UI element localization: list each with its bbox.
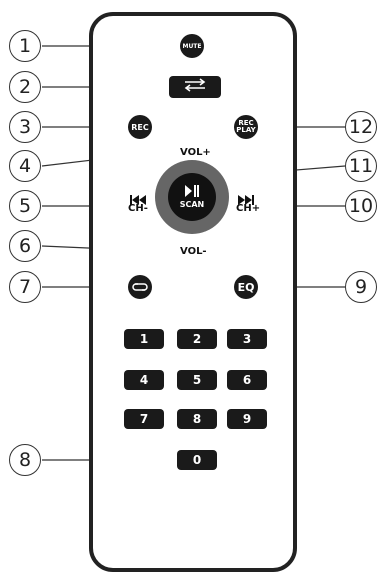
eq-label: EQ: [237, 280, 255, 294]
skip-previous-icon: [130, 192, 146, 210]
num-label: 2: [192, 332, 202, 346]
vol-down-label: VOL-: [180, 246, 207, 257]
rec-button[interactable]: REC: [128, 115, 152, 139]
num-button-4[interactable]: 4: [124, 370, 164, 390]
callout-7: 7: [9, 271, 41, 303]
callout-4: 4: [9, 150, 41, 182]
eq-button[interactable]: EQ: [234, 275, 258, 299]
num-label: 6: [242, 373, 252, 387]
scan-button[interactable]: SCAN: [168, 173, 216, 221]
callout-12: 12: [345, 111, 377, 143]
callout-5: 5: [9, 190, 41, 222]
rec-play-label-line1: REC: [238, 119, 254, 127]
num-button-2[interactable]: 2: [177, 329, 217, 349]
rec-play-button[interactable]: REC PLAY: [234, 115, 258, 139]
num-label: 0: [192, 453, 202, 467]
num-label: 8: [192, 412, 202, 426]
switch-button[interactable]: [169, 76, 221, 98]
repeat-button[interactable]: [128, 275, 152, 299]
rec-play-label-line2: PLAY: [236, 126, 256, 134]
ch-down-button[interactable]: CH-: [128, 192, 154, 220]
scan-label: SCAN: [179, 199, 205, 209]
remote-body: [89, 12, 297, 572]
num-button-3[interactable]: 3: [227, 329, 267, 349]
callout-11: 11: [345, 150, 377, 182]
num-button-1[interactable]: 1: [124, 329, 164, 349]
mute-label: MUTE: [182, 42, 202, 50]
num-label: 5: [192, 373, 202, 387]
vol-up-label: VOL+: [180, 147, 211, 158]
num-button-5[interactable]: 5: [177, 370, 217, 390]
num-label: 1: [139, 332, 149, 346]
num-button-9[interactable]: 9: [227, 409, 267, 429]
callout-1: 1: [9, 30, 41, 62]
num-button-8[interactable]: 8: [177, 409, 217, 429]
rec-label: REC: [131, 122, 149, 132]
num-label: 3: [242, 332, 252, 346]
num-button-7[interactable]: 7: [124, 409, 164, 429]
num-label: 7: [139, 412, 149, 426]
callout-8: 8: [9, 444, 41, 476]
repeat-icon: [132, 278, 148, 297]
ch-up-button[interactable]: CH+: [236, 192, 264, 220]
num-label: 4: [139, 373, 149, 387]
num-button-0[interactable]: 0: [177, 450, 217, 470]
ch-up-label: CH+: [236, 203, 261, 214]
num-button-6[interactable]: 6: [227, 370, 267, 390]
callout-9: 9: [345, 271, 377, 303]
play-pause-icon: [184, 184, 200, 200]
callout-3: 3: [9, 111, 41, 143]
mute-button[interactable]: MUTE: [180, 34, 204, 58]
swap-arrows-icon: [182, 77, 208, 97]
num-label: 9: [242, 412, 252, 426]
callout-10: 10: [345, 190, 377, 222]
callout-6: 6: [9, 230, 41, 262]
callout-2: 2: [9, 71, 41, 103]
skip-next-icon: [238, 192, 254, 210]
ch-down-label: CH-: [128, 203, 148, 214]
